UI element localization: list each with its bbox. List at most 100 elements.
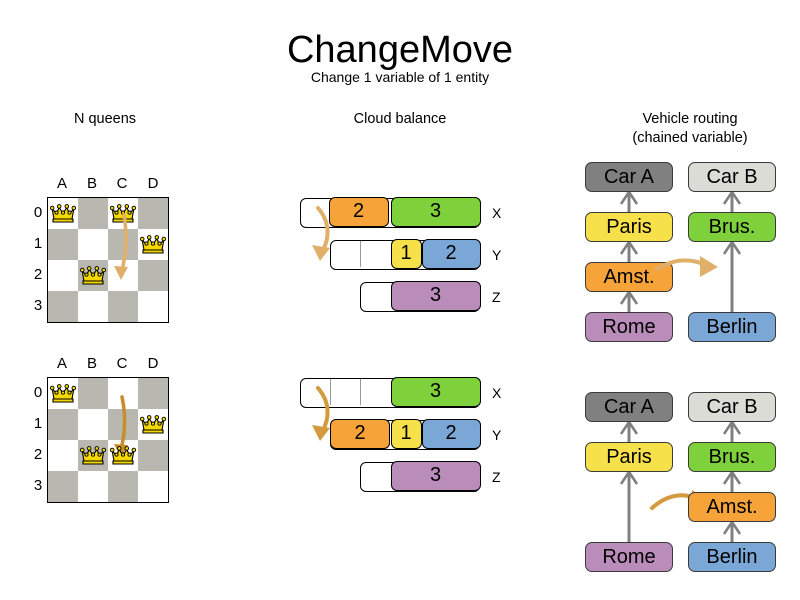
cloud-row-y: 1 2 Y	[300, 238, 510, 270]
cloud-row-label-y: Y	[492, 427, 502, 443]
cell-d3[interactable]	[138, 291, 168, 322]
cloud-row-label-y: Y	[492, 247, 502, 263]
stop-box-paris[interactable]: Paris	[585, 212, 673, 242]
board-column-labels: A B C D	[47, 355, 169, 375]
cloud-process-segment[interactable]: 3	[390, 196, 481, 227]
move-arrow-cloud-after	[312, 386, 330, 441]
cloud-slot-divider	[360, 379, 361, 405]
vehicle-box-car-a[interactable]: Car A	[585, 162, 673, 192]
vehicle-box-car-b[interactable]: Car B	[688, 392, 776, 422]
cell-c3[interactable]	[108, 291, 138, 322]
cloud-row-label-x: X	[492, 205, 502, 221]
cell-d0[interactable]	[138, 378, 168, 409]
vehicle-box-car-a[interactable]: Car A	[585, 392, 673, 422]
row-label-3: 3	[33, 477, 43, 494]
col-label-c: C	[116, 175, 128, 192]
row-label-3: 3	[33, 297, 43, 314]
col-label-d: D	[147, 175, 159, 192]
board-row-labels: 0 1 2 3	[30, 377, 46, 501]
cell-b1[interactable]	[78, 409, 108, 440]
cloud-balance-before: 2 3 X 1 2 Y 3 Z	[300, 196, 510, 313]
cell-a3[interactable]	[48, 291, 78, 322]
col-label-b: B	[86, 175, 97, 192]
stop-box-paris[interactable]: Paris	[585, 442, 673, 472]
cell-a3[interactable]	[48, 471, 78, 502]
cloud-row-z: 3 Z	[300, 280, 510, 312]
vrp-heading-line-2: (chained variable)	[632, 130, 748, 146]
move-arrow-nqueens-before	[114, 213, 128, 280]
stop-box-amsterdam-moved[interactable]: Amst.	[688, 492, 776, 522]
cloud-row-x: 3 X	[300, 376, 510, 408]
stop-box-berlin[interactable]: Berlin	[688, 542, 776, 572]
cell-d0[interactable]	[138, 198, 168, 229]
cloud-process-segment[interactable]: 3	[390, 376, 481, 407]
section-heading-nqueens: N queens	[73, 111, 137, 127]
move-arrow-nqueens-after	[114, 395, 128, 458]
cell-b0[interactable]	[78, 198, 108, 229]
cloud-process-segment[interactable]: 2	[328, 196, 389, 227]
cell-d3[interactable]	[138, 471, 168, 502]
col-label-a: A	[56, 175, 67, 192]
cloud-row-x: 2 3 X	[300, 196, 510, 228]
stop-box-brussels[interactable]: Brus.	[688, 442, 776, 472]
cloud-slot-divider	[360, 241, 361, 267]
cloud-row-label-x: X	[492, 385, 502, 401]
row-label-2: 2	[33, 266, 43, 283]
cloud-process-segment[interactable]: 3	[390, 280, 481, 311]
cloud-row-y: 2 1 2 Y	[300, 418, 510, 450]
cloud-row-label-z: Z	[492, 289, 501, 305]
chain-edges-before	[619, 189, 742, 322]
vrp-heading-line-1: Vehicle routing	[642, 111, 738, 127]
cell-d2[interactable]	[138, 260, 168, 291]
col-label-d: D	[147, 355, 159, 372]
cell-a1[interactable]	[48, 229, 78, 260]
stop-box-berlin[interactable]: Berlin	[688, 312, 776, 342]
board-grid-before[interactable]	[47, 197, 169, 323]
cloud-process-segment[interactable]: 2	[421, 238, 481, 269]
cloud-row-z: 3 Z	[300, 460, 510, 492]
cloud-process-segment[interactable]: 3	[390, 460, 481, 491]
vehicle-box-car-b[interactable]: Car B	[688, 162, 776, 192]
cell-c1[interactable]	[108, 229, 138, 260]
cell-a1[interactable]	[48, 409, 78, 440]
cell-b0[interactable]	[78, 378, 108, 409]
row-label-1: 1	[33, 415, 43, 432]
chessboard-before: A B C D 0 1 2 3	[30, 175, 169, 325]
stop-box-rome[interactable]: Rome	[585, 542, 673, 572]
row-label-2: 2	[33, 446, 43, 463]
row-label-0: 0	[33, 384, 43, 401]
cloud-process-segment[interactable]: 1	[390, 238, 422, 269]
cell-a2[interactable]	[48, 260, 78, 291]
cell-b3[interactable]	[78, 471, 108, 502]
move-arrow-vrp-before	[655, 256, 718, 277]
vehicle-routing-before: Car A Paris Amst. Rome Car B Brus. Berli…	[580, 160, 790, 345]
cloud-slot-divider	[330, 379, 331, 405]
col-label-a: A	[56, 355, 67, 372]
row-label-1: 1	[33, 235, 43, 252]
cloud-process-segment-moved[interactable]: 2	[330, 418, 390, 449]
cell-d2[interactable]	[138, 440, 168, 471]
vehicle-routing-after: Car A Paris Rome Car B Brus. Berlin Amst…	[580, 390, 790, 575]
section-heading-vehicle-routing: Vehicle routing (chained variable)	[590, 110, 790, 148]
cell-b3[interactable]	[78, 291, 108, 322]
board-grid-after[interactable]	[47, 377, 169, 503]
cloud-process-segment[interactable]: 2	[421, 418, 481, 449]
page-subtitle: Change 1 variable of 1 entity	[310, 69, 490, 85]
stop-box-rome[interactable]: Rome	[585, 312, 673, 342]
cloud-balance-after: 3 X 2 1 2 Y 3 Z	[300, 376, 510, 493]
col-label-c: C	[116, 355, 128, 372]
section-heading-cloud-balance: Cloud balance	[353, 111, 447, 127]
cell-c3[interactable]	[108, 471, 138, 502]
page-title: ChangeMove	[286, 29, 514, 71]
cell-b1[interactable]	[78, 229, 108, 260]
board-row-labels: 0 1 2 3	[30, 197, 46, 321]
move-arrow-vrp-after	[650, 490, 710, 511]
stop-box-brussels[interactable]: Brus.	[688, 212, 776, 242]
cell-a2[interactable]	[48, 440, 78, 471]
chessboard-after: A B C D 0 1 2 3	[30, 355, 169, 505]
cloud-row-label-z: Z	[492, 469, 501, 485]
cloud-process-segment[interactable]: 1	[390, 418, 422, 449]
move-arrow-cloud-before	[312, 206, 330, 261]
row-label-0: 0	[33, 204, 43, 221]
col-label-b: B	[86, 355, 97, 372]
